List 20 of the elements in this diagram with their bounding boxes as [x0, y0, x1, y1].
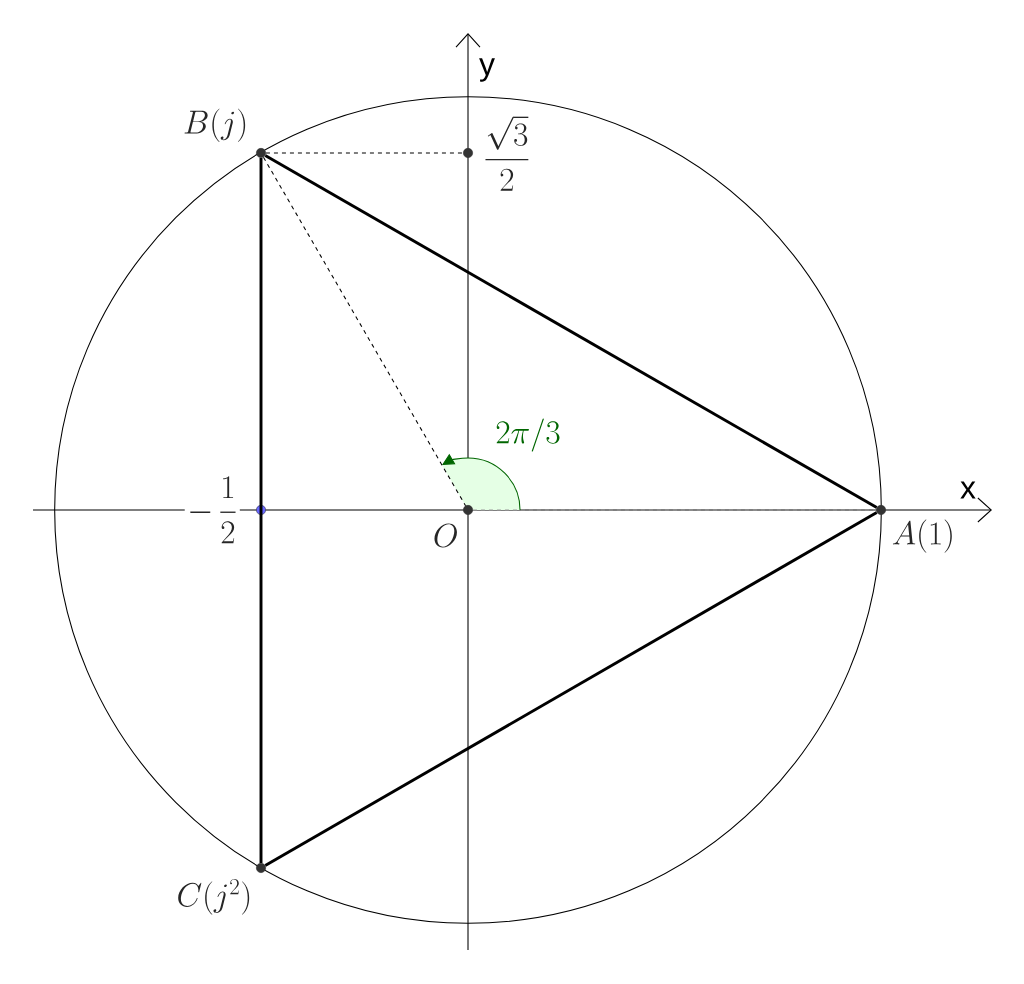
dashed-line [472, 509, 877, 511]
point: $A(1)$ [876, 505, 958, 556]
node-label: $O$ [434, 523, 457, 548]
axis-label: y [479, 58, 495, 82]
axis-label: x [960, 481, 976, 499]
node-label: $\dfrac{\sqrt{3}}{2}$ [485, 116, 529, 191]
point: $O$ [430, 505, 473, 550]
point: $C(j^{2})$ [173, 863, 266, 918]
triangle-side [264, 154, 878, 509]
node-label: $A(1)$ [892, 519, 952, 553]
node-label: $-\,\dfrac{1}{2}$ [190, 476, 236, 544]
point: $\dfrac{\sqrt{3}}{2}$ [463, 112, 533, 194]
node-label: $B(j)$ [184, 108, 246, 142]
point: $B(j)$ [180, 105, 266, 158]
node-label: $C(j^{2})$ [178, 878, 250, 915]
point: $-\,\dfrac{1}{2}$ [184, 474, 266, 546]
triangle-side [264, 511, 878, 867]
dashed-line [262, 156, 467, 507]
angle-label: $2\pi/3$ [496, 418, 560, 452]
triangle-side [259, 157, 263, 864]
